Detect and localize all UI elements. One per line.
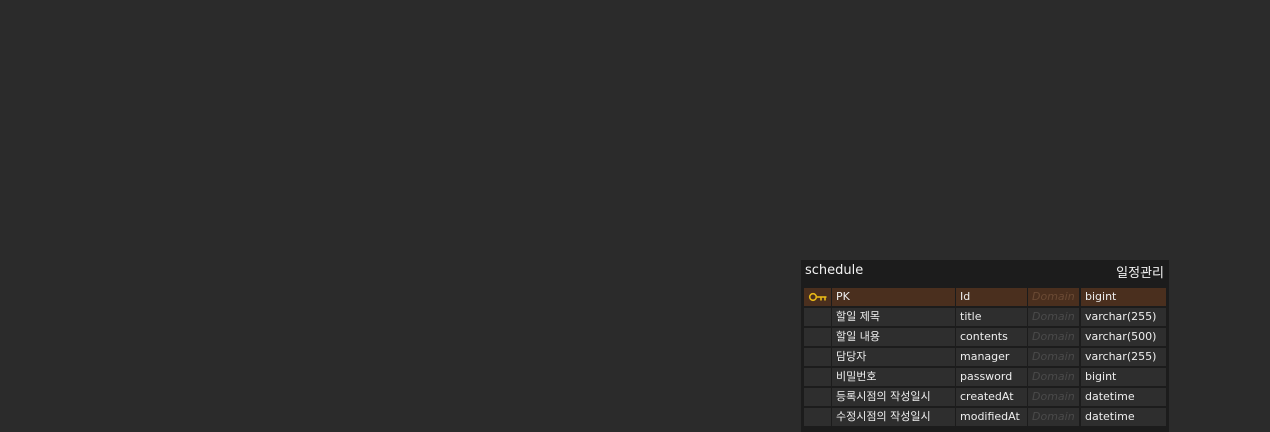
column-domain: Domain xyxy=(1028,308,1079,326)
entity-logical-name: 일정관리 xyxy=(1116,266,1164,281)
column-domain: Domain xyxy=(1028,408,1079,426)
column-data-type: bigint xyxy=(1081,288,1166,306)
column-physical-name: title xyxy=(956,308,1027,326)
column-row[interactable]: 담당자 manager Domain varchar(255) xyxy=(801,347,1169,367)
column-row[interactable]: 등록시점의 작성일시 createdAt Domain datetime xyxy=(801,387,1169,407)
entity-header[interactable]: schedule 일정관리 xyxy=(801,260,1169,282)
key-cell xyxy=(804,388,831,406)
column-data-type: varchar(255) xyxy=(1081,348,1166,366)
key-cell xyxy=(804,308,831,326)
key-cell xyxy=(804,348,831,366)
key-cell xyxy=(804,368,831,386)
column-data-type: varchar(255) xyxy=(1081,308,1166,326)
column-logical-name: 담당자 xyxy=(832,348,955,366)
column-logical-name: 할일 내용 xyxy=(832,328,955,346)
column-logical-name: PK xyxy=(832,288,955,306)
column-logical-name: 할일 제목 xyxy=(832,308,955,326)
column-row[interactable]: 수정시점의 작성일시 modifiedAt Domain datetime xyxy=(801,407,1169,427)
column-data-type: varchar(500) xyxy=(1081,328,1166,346)
column-row[interactable]: PK Id Domain bigint xyxy=(801,287,1169,307)
column-domain: Domain xyxy=(1028,288,1079,306)
column-domain: Domain xyxy=(1028,328,1079,346)
column-logical-name: 수정시점의 작성일시 xyxy=(832,408,955,426)
primary-key-icon xyxy=(808,292,827,302)
column-domain: Domain xyxy=(1028,368,1079,386)
column-list: PK Id Domain bigint 할일 제목 title Domain v… xyxy=(801,287,1169,427)
column-row[interactable]: 할일 제목 title Domain varchar(255) xyxy=(801,307,1169,327)
column-physical-name: modifiedAt xyxy=(956,408,1027,426)
column-domain: Domain xyxy=(1028,348,1079,366)
key-cell xyxy=(804,408,831,426)
entity-table-schedule[interactable]: schedule 일정관리 PK Id Domain bigint 할일 제목 … xyxy=(801,260,1169,432)
key-cell xyxy=(804,288,831,306)
column-row[interactable]: 할일 내용 contents Domain varchar(500) xyxy=(801,327,1169,347)
column-domain: Domain xyxy=(1028,388,1079,406)
entity-physical-name: schedule xyxy=(805,263,864,278)
column-data-type: bigint xyxy=(1081,368,1166,386)
column-physical-name: Id xyxy=(956,288,1027,306)
key-cell xyxy=(804,328,831,346)
column-physical-name: manager xyxy=(956,348,1027,366)
column-physical-name: password xyxy=(956,368,1027,386)
column-logical-name: 등록시점의 작성일시 xyxy=(832,388,955,406)
column-physical-name: createdAt xyxy=(956,388,1027,406)
column-physical-name: contents xyxy=(956,328,1027,346)
column-data-type: datetime xyxy=(1081,408,1166,426)
column-data-type: datetime xyxy=(1081,388,1166,406)
column-row[interactable]: 비밀번호 password Domain bigint xyxy=(801,367,1169,387)
column-logical-name: 비밀번호 xyxy=(832,368,955,386)
